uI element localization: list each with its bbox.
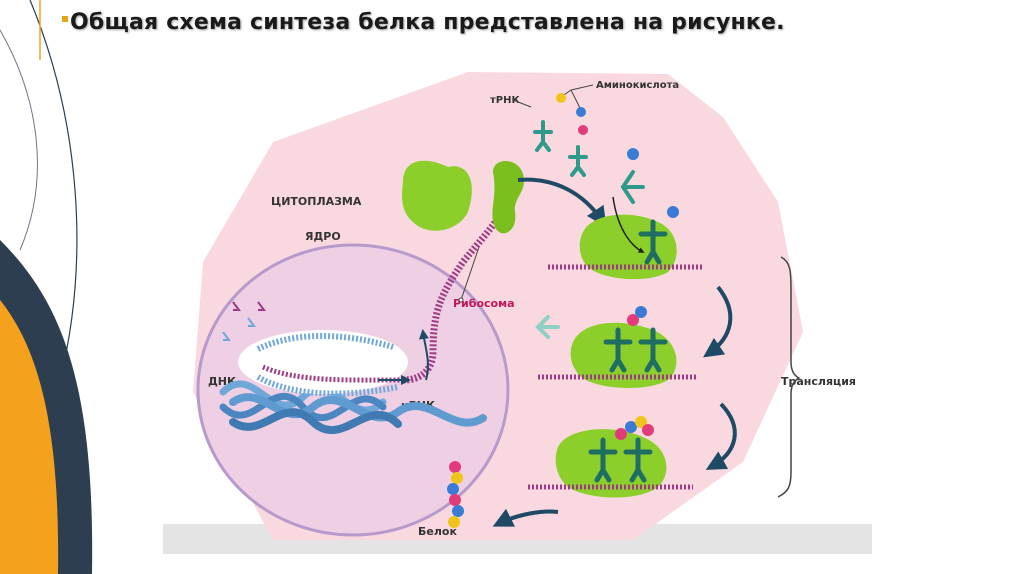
protein-chain-icon [447, 461, 464, 528]
translation-step-1 [548, 196, 703, 280]
protein-synthesis-figure: ЦИТОПЛАЗМА ЯДРО ДНК иРНК Рибосома тРНК А… [163, 62, 872, 554]
dna-template-strand [256, 333, 394, 352]
cytoplasm-label: ЦИТОПЛАЗМА [271, 195, 362, 208]
thin-curve-line-2 [0, 29, 38, 251]
arrow-icon [705, 402, 737, 470]
trna-label: тРНК [490, 95, 520, 106]
slide-decoration [0, 0, 93, 574]
mrna-strand-icon [262, 364, 404, 383]
thin-curve-line [29, 0, 78, 381]
nucleus-label: ЯДРО [305, 230, 341, 243]
dna-coding-strand [256, 374, 399, 397]
trna-icon [533, 120, 645, 204]
slide-title: Общая схема синтеза белка представлена н… [70, 10, 785, 35]
protein-synthesis-diagram: ЦИТОПЛАЗМА ЯДРО ДНК иРНК Рибосома тРНК А… [163, 72, 872, 554]
ribosome-label: Рибосома [453, 297, 515, 310]
arrow-icon [703, 285, 733, 358]
dna-helix-lower [229, 393, 487, 435]
arrow-icon [517, 177, 607, 227]
protein-label: Белок [418, 525, 457, 538]
translation-step-3 [528, 416, 693, 498]
translation-bracket [777, 256, 801, 498]
ribosome-icon [402, 160, 525, 234]
title-bullet [62, 16, 68, 22]
free-nucleotides [222, 301, 266, 341]
amino-acid-icon [556, 93, 639, 160]
orange-wave-shape [0, 300, 59, 574]
translation-step-2 [535, 306, 698, 388]
arrow-icon [418, 329, 429, 381]
transcription-bubble [238, 330, 408, 394]
label-pointers [458, 84, 594, 303]
amino-acid-label: Аминокислота [596, 80, 679, 91]
arrow-icon [492, 508, 559, 527]
